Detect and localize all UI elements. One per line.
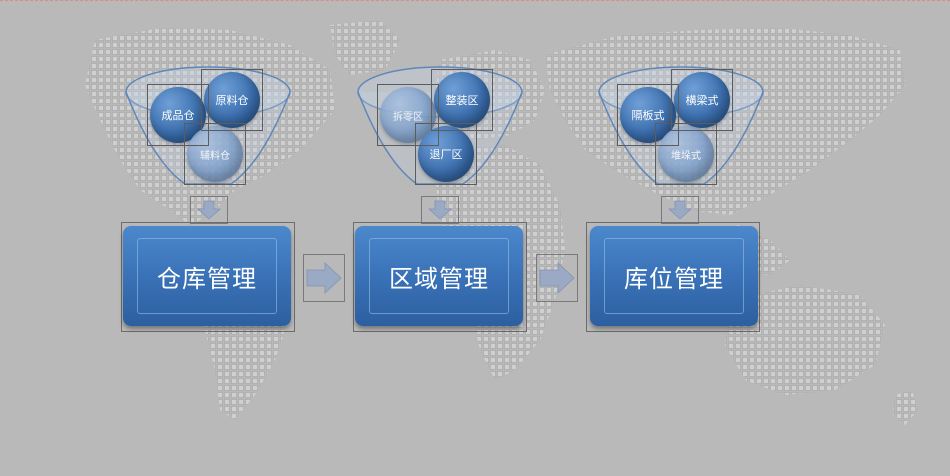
stage-box-inner-border: [137, 238, 277, 314]
stage-box-2: 区域管理: [355, 226, 523, 326]
stage-box-inner-border: [604, 238, 744, 314]
sub-item-label: 堆垛式: [671, 150, 701, 162]
top-dashed-guide: [0, 0, 950, 1]
stage-title: 仓库管理: [157, 264, 257, 293]
arrow-down-icon: [427, 200, 453, 220]
arrow-down-icon: [667, 200, 693, 220]
sub-item-label: 辅料仓: [200, 150, 230, 162]
sub-item-ball: 堆垛式: [658, 126, 714, 182]
sub-item-ball: 退厂区: [418, 126, 474, 182]
stage-box-inner-border: [369, 238, 509, 314]
down-arrow-connector: [421, 196, 459, 224]
sub-item-label: 隔板式: [631, 109, 665, 122]
sub-item-ball: 原料仓: [204, 72, 260, 128]
stage-selection-frame: [121, 222, 295, 332]
stage-selection-frame: [353, 222, 527, 332]
down-arrow-connector: [190, 196, 228, 224]
sub-item-ball: 横梁式: [674, 72, 730, 128]
arrow-right-icon: [306, 262, 342, 294]
sub-item-label: 横梁式: [685, 94, 719, 107]
arrow-down-icon: [196, 200, 222, 220]
sub-item-label: 拆零区: [393, 111, 423, 123]
stage-selection-frame: [586, 222, 760, 332]
sub-item-label: 退厂区: [429, 148, 463, 161]
sub-item-label: 整装区: [445, 94, 479, 107]
stage-box-3: 库位管理: [590, 226, 758, 326]
right-arrow-connector: [303, 254, 345, 302]
stage-title: 库位管理: [624, 264, 724, 293]
sub-item-label: 成品仓: [161, 109, 195, 122]
stage-box-1: 仓库管理: [123, 226, 291, 326]
stage-title: 区域管理: [389, 264, 489, 293]
down-arrow-connector: [661, 196, 699, 224]
sub-item-ball: 辅料仓: [187, 126, 243, 182]
sub-item-ball: 整装区: [434, 72, 490, 128]
sub-item-label: 原料仓: [215, 94, 249, 107]
right-arrow-connector: [536, 254, 578, 302]
arrow-right-icon: [539, 262, 575, 294]
